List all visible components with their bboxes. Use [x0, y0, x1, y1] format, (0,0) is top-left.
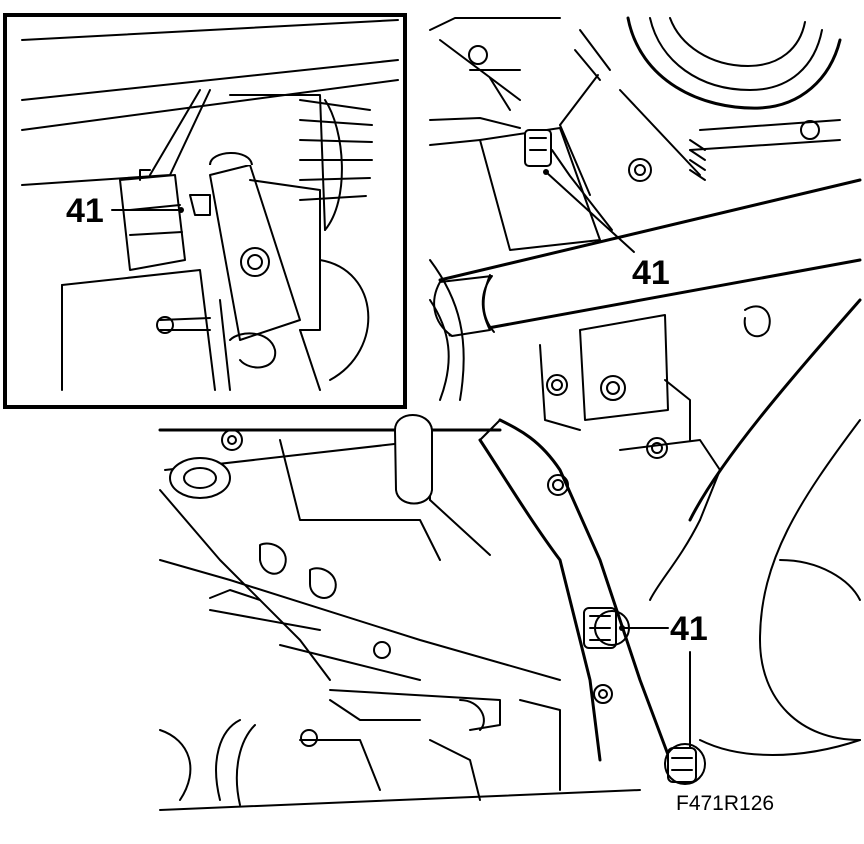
inset-frame — [3, 13, 407, 409]
housing — [664, 298, 862, 785]
intake-elbow — [559, 16, 842, 181]
callout-top-right: 41 — [543, 169, 670, 292]
gearbox-case — [158, 414, 641, 811]
bolt-head — [468, 45, 488, 65]
nut — [628, 158, 652, 182]
drain-bolt — [667, 747, 697, 783]
callout-label: 41 — [632, 254, 670, 292]
bracket-bolt — [600, 375, 626, 401]
cross-shaft — [429, 178, 862, 401]
callout-label: 41 — [66, 192, 104, 230]
callout-label: 41 — [670, 610, 708, 648]
support-arm — [478, 418, 721, 762]
callout-bottom-right: 41 — [619, 610, 708, 749]
case-boss — [169, 457, 231, 499]
figure-reference: F471R126 — [676, 792, 774, 815]
main-view — [158, 16, 862, 811]
inset-bolt — [240, 247, 270, 277]
lower-bracket — [539, 314, 691, 496]
mount-bolt-top — [524, 129, 552, 167]
callout-inset: 41 — [66, 192, 184, 230]
upper-bracket — [429, 17, 820, 251]
inset-view — [3, 13, 407, 409]
